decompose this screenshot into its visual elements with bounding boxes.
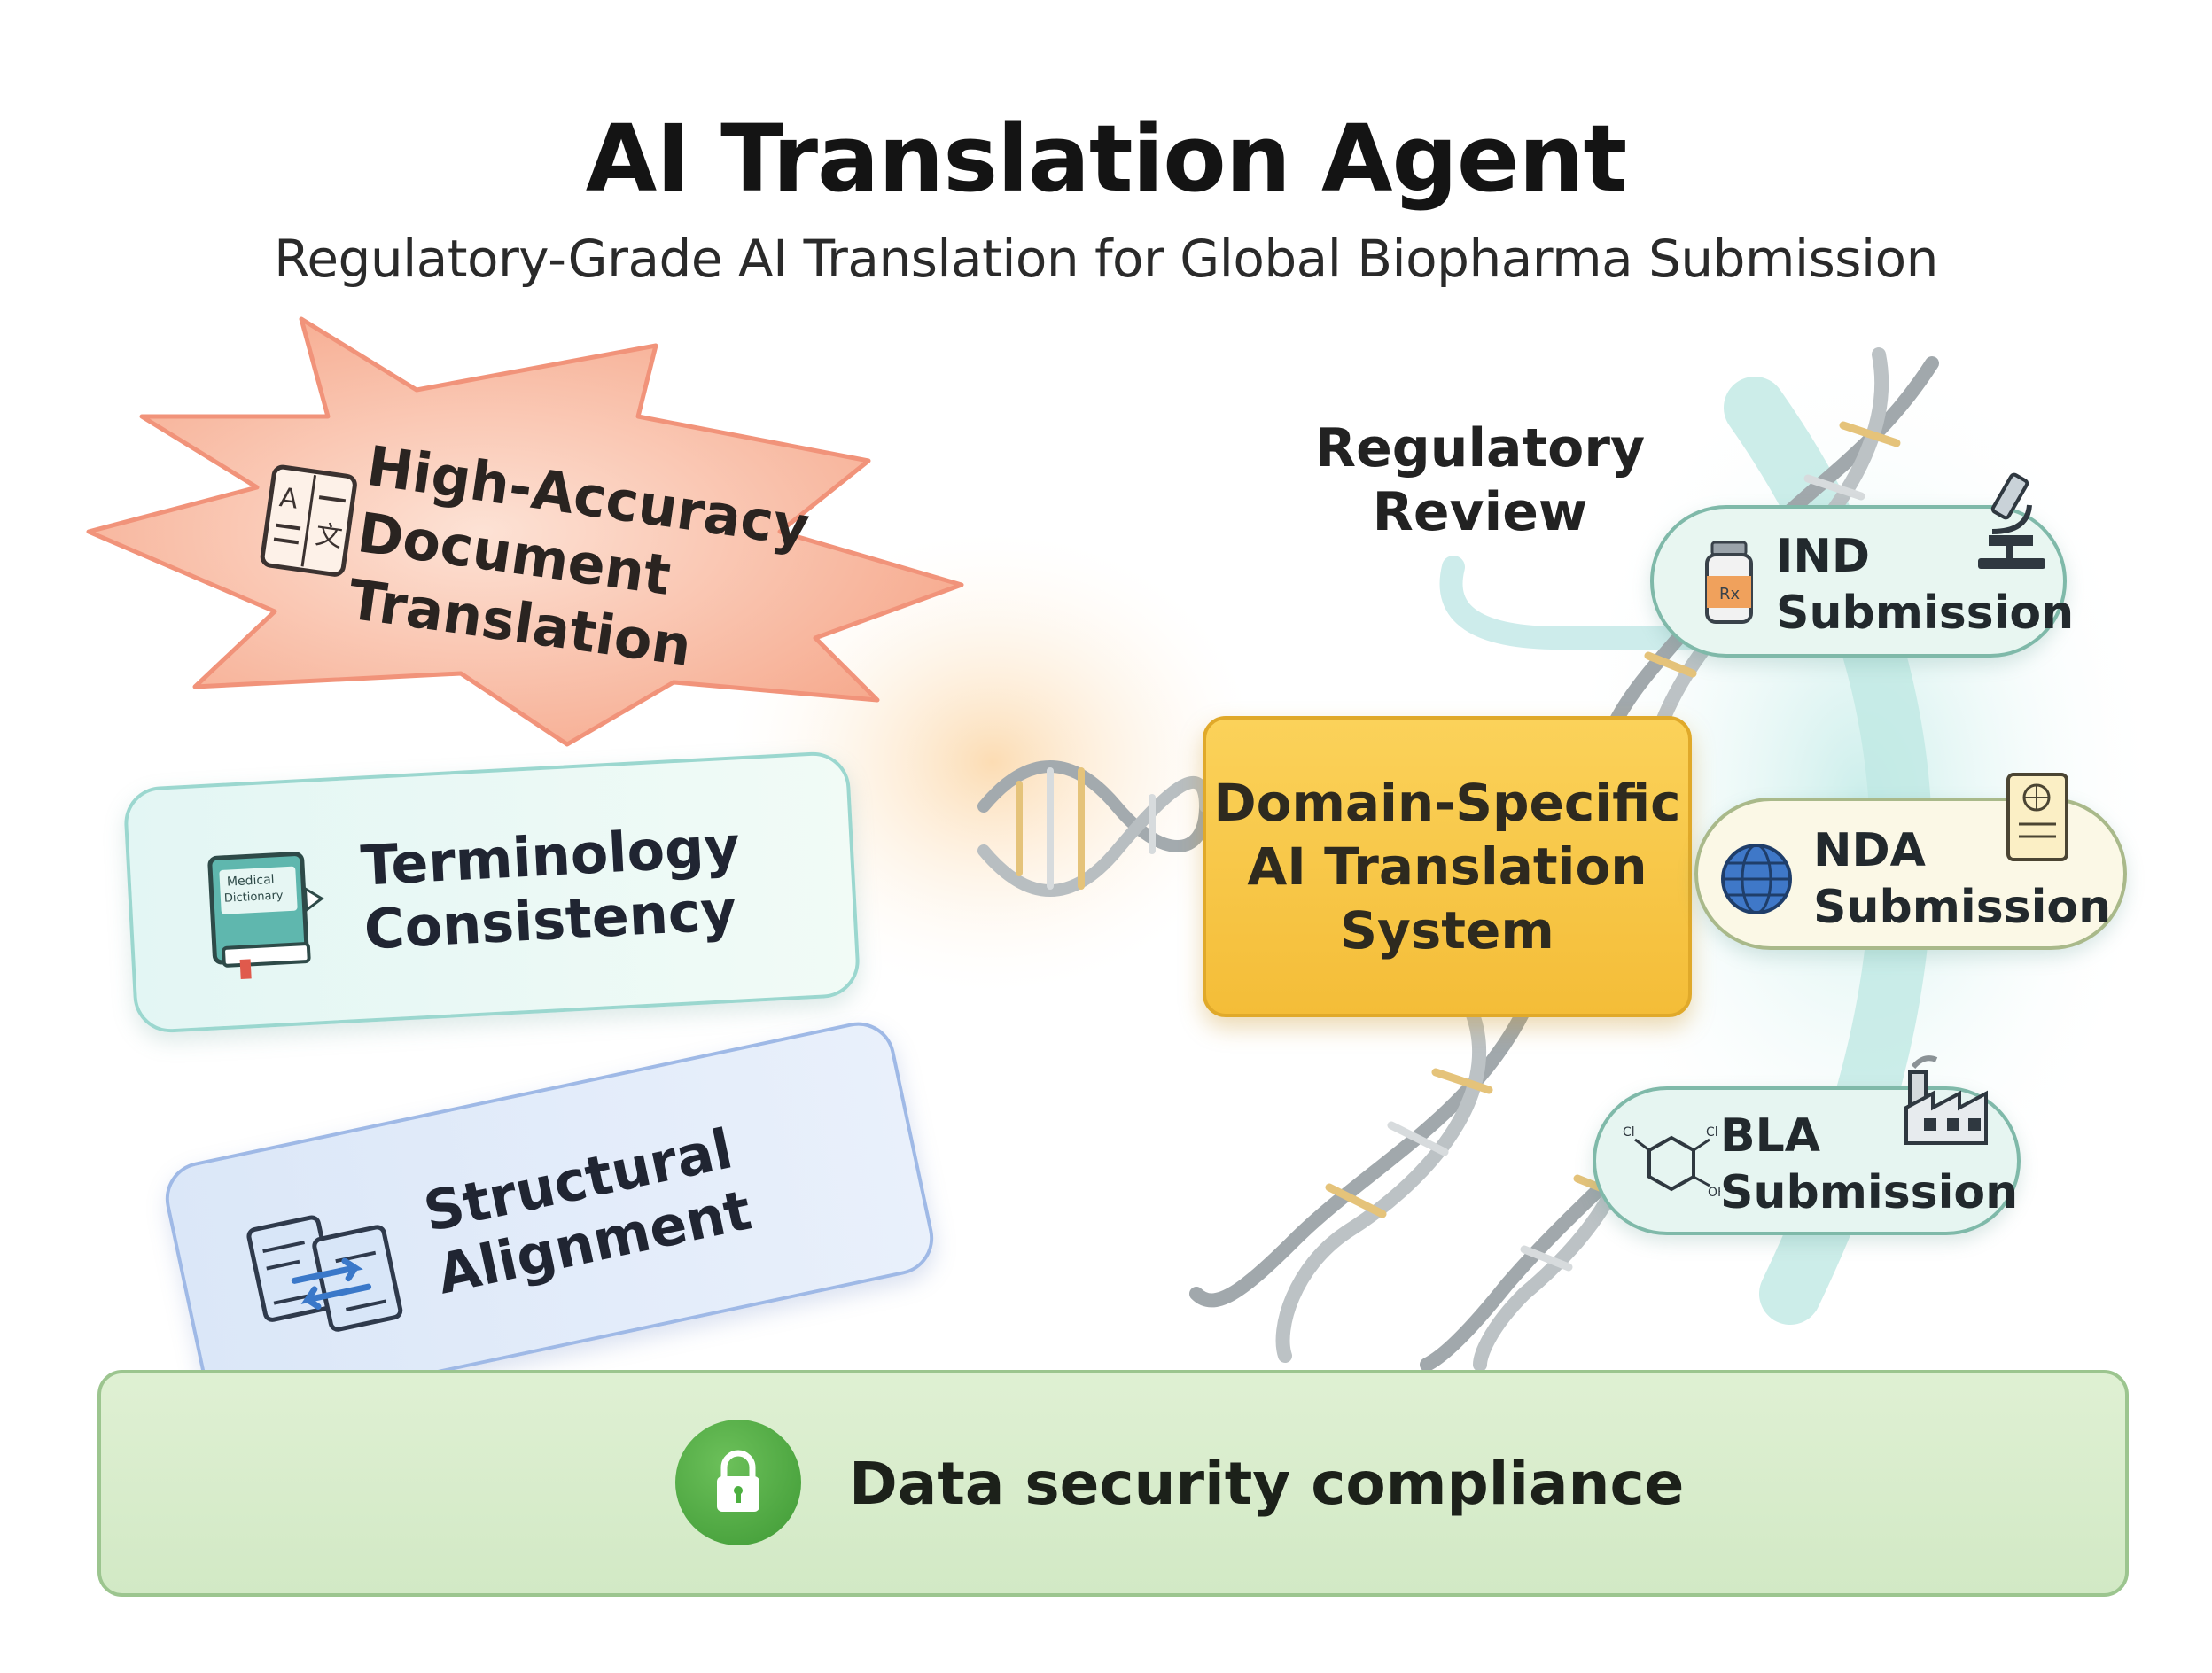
svg-text:Cl: Cl xyxy=(1706,1125,1718,1140)
structural-feature-label: Structural Alignment xyxy=(418,1116,757,1307)
ind-submission-pill: Rx IND Submission xyxy=(1650,472,2074,658)
certificate-scroll-icon xyxy=(2006,773,2068,861)
security-compliance-label: Data security compliance xyxy=(849,1450,1685,1518)
security-compliance-bar xyxy=(97,1370,2129,1597)
svg-text:OH: OH xyxy=(1708,1186,1720,1200)
translation-system-label: Domain-Specific AI Translation System xyxy=(1213,773,1681,961)
document-alignment-icon xyxy=(246,1215,403,1332)
medical-dictionary-icon: Medical Dictionary xyxy=(207,852,324,979)
bla-submission-pill: Cl Cl OH BLA Submission xyxy=(1593,1055,2021,1235)
chemical-structure-icon: Cl Cl OH xyxy=(1623,1125,1720,1200)
nda-submission-label: NDA Submission xyxy=(1813,824,2112,934)
lock-icon xyxy=(717,1450,759,1512)
translate-document-icon: A 文 xyxy=(260,464,357,577)
medicine-vial-icon: Rx xyxy=(1705,541,1753,624)
lock-badge xyxy=(675,1420,801,1545)
connector-dna xyxy=(977,760,1211,897)
nda-submission-pill: NDA Submission xyxy=(1694,773,2127,950)
terminology-feature-label: Terminology Consistency xyxy=(359,813,742,962)
page-subtitle: Regulatory-Grade AI Translation for Glob… xyxy=(274,229,1938,289)
accuracy-burst xyxy=(86,316,964,747)
svg-text:Dictionary: Dictionary xyxy=(224,889,284,905)
translation-system-box: Domain-Specific AI Translation System xyxy=(1203,716,1692,1017)
globe-icon xyxy=(1721,844,1792,914)
bla-submission-label: BLA Submission xyxy=(1720,1109,2019,1219)
factory-icon xyxy=(1904,1055,1988,1145)
regulatory-review-label: Regulatory Review xyxy=(1314,417,1646,543)
terminology-card: Medical Dictionary Terminology Consisten… xyxy=(122,750,861,1035)
svg-text:Cl: Cl xyxy=(1623,1125,1635,1140)
microscope-icon xyxy=(1978,472,2045,569)
ind-submission-label: IND Submission xyxy=(1776,530,2075,640)
svg-text:文: 文 xyxy=(314,519,345,554)
page-title: AI Translation Agent xyxy=(585,105,1627,213)
svg-text:Medical: Medical xyxy=(227,873,275,890)
structural-card: Structural Alignment xyxy=(159,1015,940,1422)
svg-text:Rx: Rx xyxy=(1719,585,1741,603)
